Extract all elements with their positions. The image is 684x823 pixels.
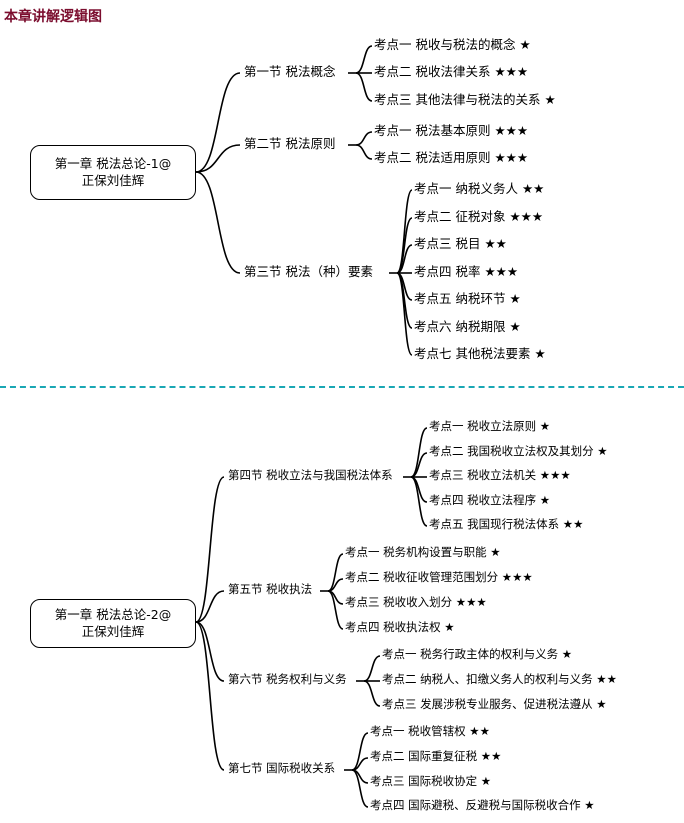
root1-branch-1 bbox=[195, 72, 241, 173]
sec6-branch-3 bbox=[363, 680, 381, 707]
point-5-4: 考点四 税收执法权 ★ bbox=[345, 620, 455, 634]
sec6-branch-1 bbox=[363, 655, 381, 682]
point-2-1: 考点一 税法基本原则 ★★★ bbox=[374, 123, 529, 138]
root-line-2: 正保刘佳辉 bbox=[81, 172, 145, 188]
section-1: 第一节 税法概念 bbox=[244, 64, 336, 79]
root1-branch-3 bbox=[195, 171, 241, 274]
section-6: 第六节 税务权利与义务 bbox=[228, 672, 347, 686]
sec4-branch-5 bbox=[410, 476, 428, 527]
section-divider bbox=[0, 386, 684, 388]
sec3-branch-3 bbox=[396, 244, 413, 274]
point-3-7: 考点七 其他税法要素 ★ bbox=[414, 346, 546, 361]
root2-branch-2 bbox=[195, 590, 225, 623]
root2-branch-4 bbox=[195, 621, 225, 771]
root-line-1: 第一章 税法总论-1@ bbox=[54, 155, 172, 171]
point-1-1: 考点一 税收与税法的概念 ★ bbox=[374, 37, 531, 52]
point-1-2: 考点二 税收法律关系 ★★★ bbox=[374, 64, 529, 79]
section-5: 第五节 税收执法 bbox=[228, 582, 313, 596]
point-3-6: 考点六 纳税期限 ★ bbox=[414, 319, 521, 334]
sec7-branch-4 bbox=[351, 769, 369, 808]
root2-branch-1 bbox=[195, 476, 225, 623]
point-2-2: 考点二 税法适用原则 ★★★ bbox=[374, 150, 529, 165]
point-7-3: 考点三 国际税收协定 ★ bbox=[370, 774, 492, 788]
point-7-4: 考点四 国际避税、反避税与国际税收合作 ★ bbox=[370, 798, 595, 812]
section-3: 第三节 税法（种）要素 bbox=[244, 264, 373, 279]
sec5-branch-4 bbox=[327, 590, 344, 630]
sec1-branch-1 bbox=[355, 45, 373, 74]
point-5-1: 考点一 税务机构设置与职能 ★ bbox=[345, 545, 501, 559]
point-4-3: 考点三 税收立法机关 ★★★ bbox=[429, 468, 571, 482]
root-line-1: 第一章 税法总论-2@ bbox=[54, 606, 172, 622]
root2-branch-3 bbox=[195, 621, 225, 682]
point-7-1: 考点一 税收管辖权 ★★ bbox=[370, 724, 490, 738]
point-6-3: 考点三 发展涉税专业服务、促进税法遵从 ★ bbox=[382, 697, 607, 711]
point-4-2: 考点二 我国税收立法权及其划分 ★ bbox=[429, 444, 608, 458]
sec3-branch-7 bbox=[396, 272, 413, 356]
root-node-chapter-1-part-2: 第一章 税法总论-2@ 正保刘佳辉 bbox=[30, 599, 196, 648]
point-3-1: 考点一 纳税义务人 ★★ bbox=[414, 181, 545, 196]
point-3-5: 考点五 纳税环节 ★ bbox=[414, 291, 521, 306]
point-5-3: 考点三 税收收入划分 ★★★ bbox=[345, 595, 487, 609]
point-4-1: 考点一 税收立法原则 ★ bbox=[429, 419, 551, 433]
sec2-branch-2 bbox=[355, 144, 373, 160]
page-title: 本章讲解逻辑图 bbox=[4, 9, 102, 25]
section-4: 第四节 税收立法与我国税法体系 bbox=[228, 468, 393, 482]
point-3-4: 考点四 税率 ★★★ bbox=[414, 264, 519, 279]
point-3-2: 考点二 征税对象 ★★★ bbox=[414, 209, 544, 224]
point-4-4: 考点四 税收立法程序 ★ bbox=[429, 493, 551, 507]
point-4-5: 考点五 我国现行税法体系 ★★ bbox=[429, 517, 584, 531]
sec1-branch-3 bbox=[355, 72, 373, 102]
sec2-branch-1 bbox=[355, 131, 373, 146]
point-1-3: 考点三 其他法律与税法的关系 ★ bbox=[374, 92, 556, 107]
point-6-1: 考点一 税务行政主体的权利与义务 ★ bbox=[382, 647, 573, 661]
section-2: 第二节 税法原则 bbox=[244, 136, 336, 151]
root-node-chapter-1-part-1: 第一章 税法总论-1@ 正保刘佳辉 bbox=[30, 145, 196, 200]
point-7-2: 考点二 国际重复征税 ★★ bbox=[370, 749, 502, 763]
point-6-2: 考点二 纳税人、扣缴义务人的权利与义务 ★★ bbox=[382, 672, 617, 686]
point-3-3: 考点三 税目 ★★ bbox=[414, 236, 507, 251]
root1-branch-2 bbox=[195, 144, 241, 173]
root-line-2: 正保刘佳辉 bbox=[81, 623, 145, 639]
section-7: 第七节 国际税收关系 bbox=[228, 761, 336, 775]
sec4-branch-1 bbox=[410, 427, 428, 478]
point-5-2: 考点二 税收征收管理范围划分 ★★★ bbox=[345, 570, 533, 584]
